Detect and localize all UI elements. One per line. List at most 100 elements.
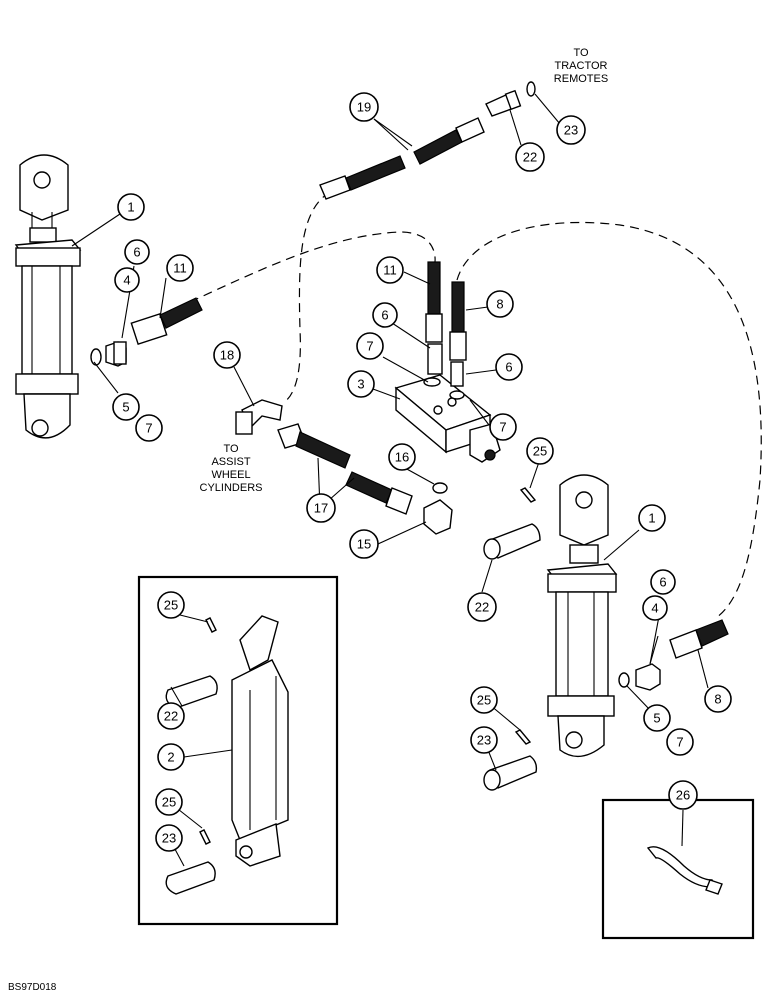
callout-16: 18 <box>213 341 241 369</box>
callout-1: 1 <box>117 193 145 221</box>
note-assist-wheel-cylinders: TO ASSIST WHEEL CYLINDERS <box>200 443 263 494</box>
svg-text:25: 25 <box>477 693 491 708</box>
callout-22: 23 <box>470 726 498 754</box>
callout-11: 11 <box>166 254 194 282</box>
callout-7: 7 <box>135 414 163 442</box>
svg-text:19: 19 <box>357 100 371 115</box>
svg-text:8: 8 <box>714 692 721 707</box>
svg-text:17: 17 <box>314 501 328 516</box>
svg-text:5: 5 <box>653 711 660 726</box>
svg-text:11: 11 <box>383 263 397 278</box>
inset-strap <box>601 798 755 940</box>
svg-text:11: 11 <box>173 261 187 276</box>
callout-23: 22 <box>467 592 497 622</box>
svg-text:26: 26 <box>676 788 690 803</box>
svg-text:4: 4 <box>651 601 658 616</box>
callout-6c: 6 <box>495 353 523 381</box>
elbow-fitting <box>423 482 453 535</box>
svg-text:CYLINDERS: CYLINDERS <box>200 482 263 494</box>
callout-3: 3 <box>347 370 375 398</box>
valve-hoses <box>425 261 467 361</box>
callout-7b: 7 <box>356 332 384 360</box>
svg-text:8: 8 <box>496 297 503 312</box>
callout-22b: 23 <box>155 824 183 852</box>
tee-fitting <box>235 399 283 435</box>
svg-text:22: 22 <box>523 150 537 165</box>
svg-text:7: 7 <box>676 735 683 750</box>
svg-text:23: 23 <box>564 123 578 138</box>
callout-7d: 7 <box>666 728 694 756</box>
svg-text:7: 7 <box>366 339 373 354</box>
svg-text:16: 16 <box>395 450 409 465</box>
left-adapter-fitting <box>90 341 127 367</box>
svg-text:1: 1 <box>127 200 134 215</box>
callout-7c: 7 <box>489 413 517 441</box>
callout-4: 4 <box>114 267 140 293</box>
callouts: 1 6 4 11 5 7 19 22 23 11 8 6 7 6 3 7 18 … <box>112 92 732 852</box>
svg-text:6: 6 <box>505 360 512 375</box>
callout-19: 23 <box>556 115 586 145</box>
pin-23 <box>483 523 541 560</box>
svg-text:23: 23 <box>477 733 491 748</box>
callout-5: 5 <box>112 393 140 421</box>
pin-22 <box>483 755 538 791</box>
callout-4b: 4 <box>642 595 668 621</box>
cotter-pin-25 <box>519 487 537 503</box>
svg-text:6: 6 <box>133 245 140 260</box>
svg-text:15: 15 <box>357 537 371 552</box>
svg-text:7: 7 <box>499 420 506 435</box>
callout-6b: 6 <box>372 302 398 328</box>
svg-text:ASSIST: ASSIST <box>211 456 250 468</box>
callout-26: 26 <box>668 780 698 810</box>
callout-17: 19 <box>349 92 379 122</box>
lower-hose-assembly <box>277 423 413 515</box>
svg-text:7: 7 <box>145 421 152 436</box>
svg-text:3: 3 <box>357 377 364 392</box>
cotter-pin-25b <box>514 729 532 745</box>
hydraulic-valve <box>394 374 501 463</box>
left-hydraulic-cylinder <box>14 154 82 439</box>
note-tractor-remotes: TO TRACTOR REMOTES <box>554 47 608 85</box>
svg-text:22: 22 <box>475 600 489 615</box>
callout-6: 6 <box>124 239 150 265</box>
svg-text:4: 4 <box>123 273 130 288</box>
callout-25d: 25 <box>155 788 183 816</box>
callout-11b: 11 <box>376 256 404 284</box>
callout-25b: 25 <box>470 686 498 714</box>
callout-6d: 6 <box>650 569 676 595</box>
svg-text:18: 18 <box>220 348 234 363</box>
left-hose-end <box>130 297 203 345</box>
right-fittings <box>618 619 729 691</box>
callout-13: 15 <box>349 529 379 559</box>
top-hose-assembly <box>319 81 536 200</box>
svg-text:REMOTES: REMOTES <box>554 73 608 85</box>
svg-text:25: 25 <box>533 444 547 459</box>
leader-lines <box>71 93 709 867</box>
svg-text:2: 2 <box>167 750 174 765</box>
callout-5b: 5 <box>643 704 671 732</box>
callout-15: 17 <box>306 493 336 523</box>
callout-8: 8 <box>486 290 514 318</box>
svg-text:1: 1 <box>648 511 655 526</box>
callout-23b: 22 <box>157 702 185 730</box>
svg-text:TO: TO <box>573 47 589 59</box>
svg-text:22: 22 <box>164 709 178 724</box>
callout-1b: 1 <box>638 504 666 532</box>
svg-text:25: 25 <box>162 795 176 810</box>
right-hydraulic-cylinder <box>546 474 618 758</box>
hose-routes <box>189 191 762 619</box>
svg-text:WHEEL: WHEEL <box>211 469 250 481</box>
callout-25: 25 <box>526 437 554 465</box>
callout-2: 2 <box>157 743 185 771</box>
callout-14: 16 <box>388 443 416 471</box>
svg-text:TRACTOR: TRACTOR <box>555 60 608 72</box>
svg-text:6: 6 <box>381 308 388 323</box>
inset-alternative-cylinder <box>137 575 339 926</box>
svg-text:5: 5 <box>122 400 129 415</box>
svg-text:25: 25 <box>164 598 178 613</box>
svg-text:6: 6 <box>659 575 666 590</box>
valve-fittings <box>423 343 465 400</box>
svg-text:23: 23 <box>162 831 176 846</box>
callout-8b: 8 <box>704 685 732 713</box>
